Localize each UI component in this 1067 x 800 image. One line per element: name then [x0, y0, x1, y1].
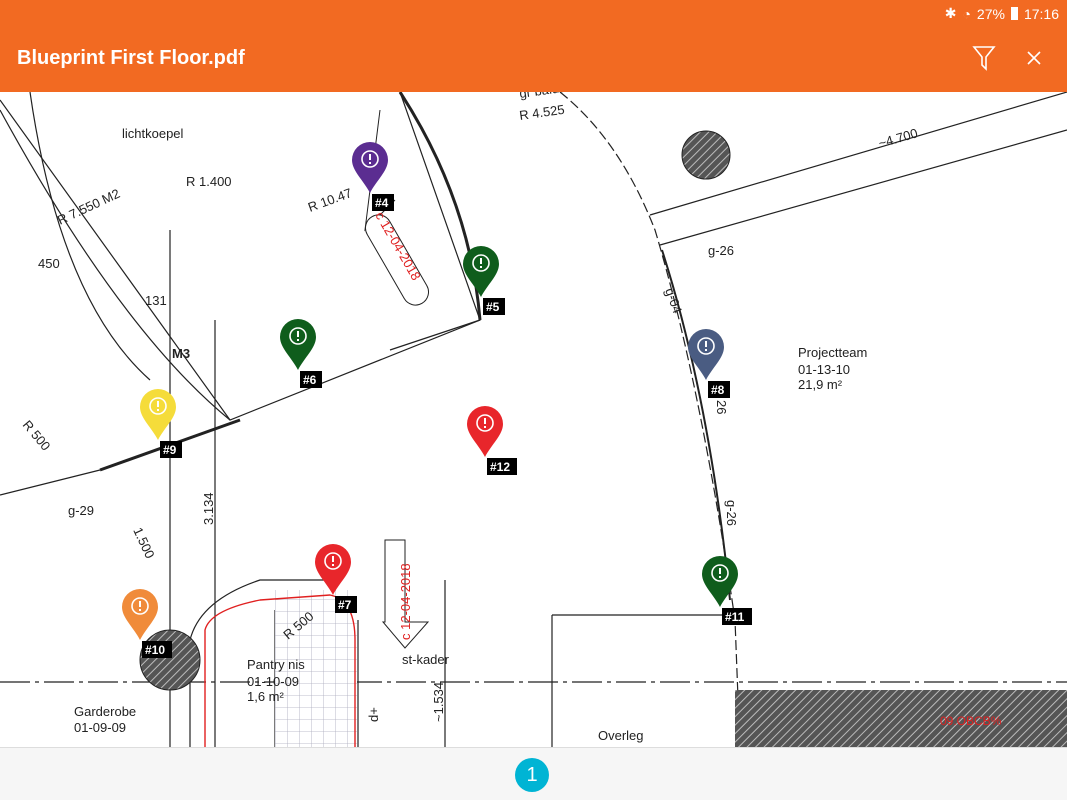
- alert-icon: [711, 564, 729, 582]
- issue-pin[interactable]: #8: [688, 329, 730, 398]
- svg-text:~4.700: ~4.700: [877, 125, 920, 150]
- svg-text:R 10.47: R 10.47: [306, 185, 354, 215]
- alert-icon: [289, 327, 307, 345]
- column: [681, 130, 731, 180]
- issue-pin[interactable]: #6: [280, 319, 322, 388]
- svg-text:01-09-09: 01-09-09: [74, 720, 126, 735]
- svg-text:01-10-09: 01-10-09: [247, 674, 299, 689]
- issue-pin[interactable]: #9: [140, 389, 182, 458]
- svg-text:Overleg: Overleg: [598, 728, 644, 743]
- svg-text:st-kader: st-kader: [402, 652, 450, 667]
- bluetooth-icon: ✱: [944, 5, 957, 21]
- pin-label: #7: [338, 598, 352, 612]
- issue-pin[interactable]: #10: [122, 589, 172, 658]
- battery-percent: 27%: [976, 5, 1005, 22]
- pdf-viewer[interactable]: 09.OBCB% lichtkoepel R 1.400 R 7.550 M2 …: [0, 92, 1067, 747]
- document-title: Blueprint First Floor.pdf: [17, 47, 245, 69]
- alert-icon: [149, 397, 167, 415]
- app-bar: ✱ ◔ 27% 17:16 Blueprint First Floor.pdf: [0, 0, 1067, 92]
- close-icon[interactable]: [1024, 48, 1044, 68]
- pin-label: #4: [375, 196, 389, 210]
- pin-label: #5: [486, 300, 500, 314]
- issue-pin[interactable]: #7: [315, 544, 357, 613]
- filter-icon[interactable]: [972, 45, 996, 71]
- svg-text:Projectteam: Projectteam: [798, 345, 867, 360]
- date-stamp: c 12-04-2018 c 12-04-2018: [365, 209, 429, 640]
- svg-text:g-26: g-26: [724, 500, 739, 526]
- room-labels: Projectteam 01-13-10 21,9 m² Pantry nis …: [74, 345, 867, 743]
- svg-text:~1.534: ~1.534: [431, 682, 446, 722]
- svg-text:R 7.550 M2: R 7.550 M2: [55, 186, 122, 228]
- alert-icon: [697, 337, 715, 355]
- pin-label: #10: [145, 643, 165, 657]
- pin-label: #9: [163, 443, 177, 457]
- alert-icon: [361, 150, 379, 168]
- page-indicator[interactable]: 1: [515, 758, 549, 792]
- pin-label: #12: [490, 460, 510, 474]
- svg-text:1,6 m²: 1,6 m²: [247, 689, 285, 704]
- svg-text:Pantry nis: Pantry nis: [247, 657, 305, 672]
- svg-text:1.500: 1.500: [130, 525, 157, 561]
- issue-pin[interactable]: #5: [463, 246, 505, 315]
- column: [139, 629, 201, 691]
- svg-text:01-13-10: 01-13-10: [798, 362, 850, 377]
- svg-text:3.134: 3.134: [201, 492, 216, 525]
- svg-text:R 4.525: R 4.525: [518, 102, 565, 123]
- svg-text:R 500: R 500: [20, 417, 54, 453]
- svg-text:c 12-04-2018: c 12-04-2018: [398, 563, 413, 640]
- battery-icon: [1010, 7, 1018, 20]
- pin-label: #6: [303, 373, 317, 387]
- svg-text:M3: M3: [172, 346, 190, 361]
- wifi-icon: ◔: [962, 5, 971, 22]
- svg-text:131: 131: [145, 293, 167, 308]
- alert-icon: [324, 552, 342, 570]
- alert-icon: [131, 597, 149, 615]
- page-footer: 1: [0, 747, 1067, 800]
- clock: 17:16: [1023, 5, 1059, 22]
- issue-pin[interactable]: #12: [467, 406, 517, 475]
- pin-label: #8: [711, 383, 725, 397]
- hatch-label: 09.OBCB%: [940, 714, 1002, 728]
- pin-label: #11: [725, 610, 745, 624]
- svg-text:g-29: g-29: [68, 503, 94, 518]
- issue-pin[interactable]: #4: [352, 142, 394, 211]
- svg-text:lichtkoepel: lichtkoepel: [122, 126, 184, 141]
- svg-text:d+: d+: [366, 707, 381, 722]
- issue-pin[interactable]: #11: [702, 556, 752, 625]
- svg-text:g-26: g-26: [708, 243, 734, 258]
- svg-text:g-04: g-04: [662, 286, 685, 316]
- pantry-grid: [275, 590, 357, 747]
- svg-text:26: 26: [714, 400, 729, 414]
- alert-icon: [476, 414, 494, 432]
- svg-text:R 1.400: R 1.400: [186, 174, 232, 189]
- blueprint-drawing: 09.OBCB% lichtkoepel R 1.400 R 7.550 M2 …: [0, 92, 1067, 747]
- svg-text:21,9 m²: 21,9 m²: [798, 377, 843, 392]
- svg-text:gr balustrade: gr balustrade: [518, 92, 595, 101]
- svg-text:Garderobe: Garderobe: [74, 704, 136, 719]
- alert-icon: [472, 254, 490, 272]
- hatched-wall: [735, 690, 1067, 747]
- status-bar: ✱ ◔ 27% 17:16: [945, 5, 1059, 22]
- svg-text:450: 450: [38, 256, 60, 271]
